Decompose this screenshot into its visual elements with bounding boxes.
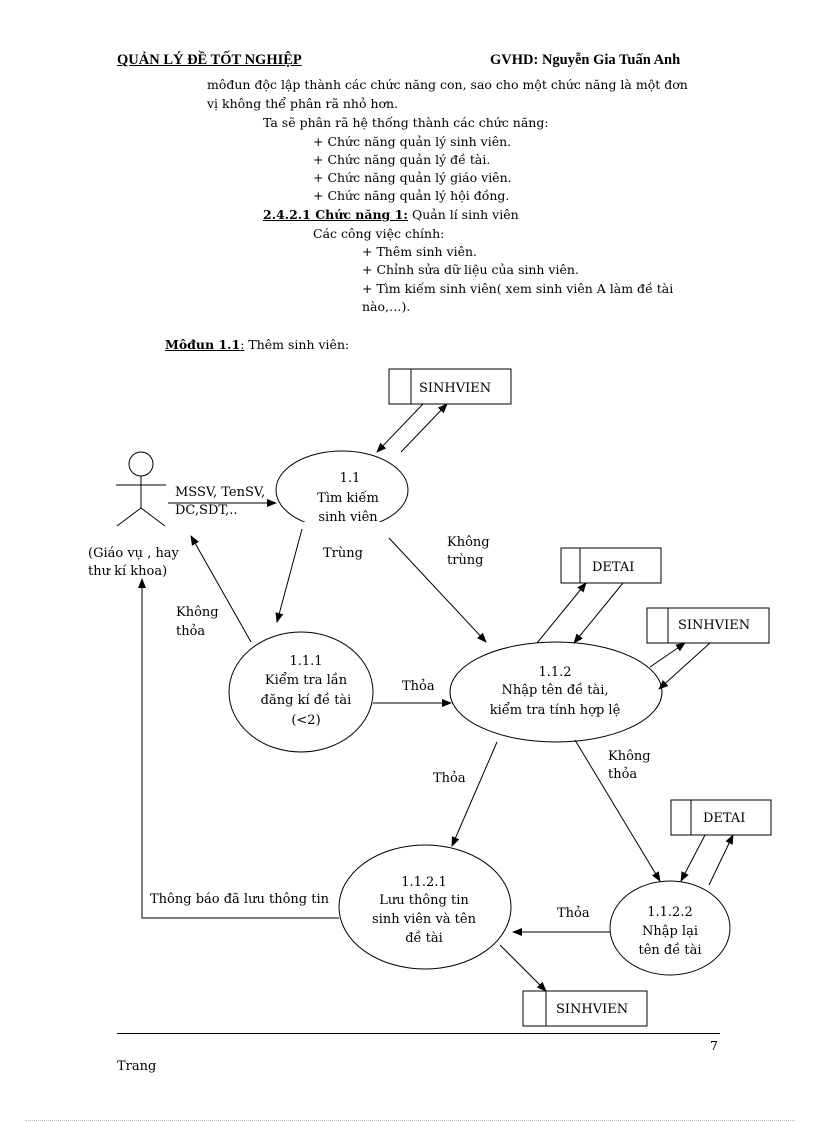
process-text: sinh viên và tên <box>372 912 477 927</box>
store-label: SINHVIEN <box>556 1002 628 1017</box>
footer-trang: Trang <box>117 1059 157 1074</box>
store-detai-1: DETAI <box>560 547 662 584</box>
process-text: Nhập lại <box>642 924 698 939</box>
store-label: DETAI <box>703 811 745 826</box>
process-number: 1.1.2.1 <box>401 875 446 890</box>
flow-label-khong-thoa: thỏa <box>176 624 205 639</box>
task-item: + Chỉnh sửa dữ liệu của sinh viên. <box>362 262 579 277</box>
flow-arrows <box>138 403 734 992</box>
bullet-item: + Chức năng quản lý đề tài. <box>313 152 491 167</box>
actor-figure-icon <box>116 451 166 527</box>
page-bottom-divider <box>25 1120 795 1121</box>
process-text: kiểm tra tính hợp lệ <box>490 702 621 718</box>
flow-label-thoa: Thỏa <box>402 679 435 694</box>
flow-label-khong-trung: Không <box>447 535 490 550</box>
process-text: sinh viên <box>318 510 378 525</box>
process-1-1-2-1: 1.1.2.1 Lưu thông tin sinh viên và tên đ… <box>338 844 512 970</box>
flow-label-khong-thoa: thỏa <box>608 767 637 782</box>
store-label: DETAI <box>592 560 634 575</box>
store-sinhvien-bottom: SINHVIEN <box>522 990 648 1027</box>
intro-line-3: Ta sẽ phân rã hệ thống thành các chức nă… <box>263 115 549 130</box>
actor-label: thư kí khoa) <box>88 564 167 579</box>
process-number: 1.1.2 <box>538 665 571 680</box>
process-text: Tìm kiếm <box>317 490 379 506</box>
task-item: + Thêm sinh viên. <box>362 244 478 259</box>
process-number: 1.1 <box>340 471 361 486</box>
process-text: đề tài <box>405 930 443 946</box>
flow-label-khong-thoa: Không <box>608 749 651 764</box>
process-1-1-2: 1.1.2 Nhập tên đề tài, kiểm tra tính hợp… <box>449 641 663 743</box>
flow-label-thoa: Thỏa <box>557 906 590 921</box>
intro-line-1: môđun độc lập thành các chức năng con, s… <box>207 77 688 92</box>
bullet-item: + Chức năng quản lý sinh viên. <box>313 134 512 149</box>
section-number: 2.4.2.1 Chức năng 1: <box>263 207 408 222</box>
flow-label-input: DC,SDT,.. <box>175 503 238 518</box>
page-number: 7 <box>710 1038 718 1053</box>
process-text: Kiểm tra lần <box>265 672 348 688</box>
process-text: Nhập tên đề tài, <box>501 682 608 698</box>
flow-label-input: MSSV, TenSV, <box>175 485 265 500</box>
process-text: tên đề tài <box>638 942 701 958</box>
process-1-1: 1.1 Tìm kiếm sinh viên <box>275 450 409 532</box>
store-label: SINHVIEN <box>678 618 750 633</box>
store-detai-2: DETAI <box>670 799 772 836</box>
tasks-label: Các công việc chính: <box>313 226 445 241</box>
process-text: (<2) <box>291 713 320 728</box>
process-text: đăng kí đề tài <box>261 692 352 708</box>
task-item: + Tìm kiếm sinh viên( xem sinh viên A là… <box>362 281 674 296</box>
intro-line-2: vị không thể phân rã nhỏ hơn. <box>207 96 399 111</box>
process-number: 1.1.1 <box>289 654 322 669</box>
flow-label-thoa: Thỏa <box>433 771 466 786</box>
actor-label: (Giáo vụ , hay <box>88 546 180 561</box>
process-1-1-2-2: 1.1.2.2 Nhập lại tên đề tài <box>609 880 731 976</box>
flow-label-khong-trung: trùng <box>447 553 484 568</box>
bullet-item: + Chức năng quản lý giáo viên. <box>313 170 512 185</box>
process-text: Lưu thông tin <box>379 893 469 908</box>
flow-label-trung: Trùng <box>323 546 363 561</box>
store-sinhvien-right: SINHVIEN <box>646 607 770 644</box>
flow-label-thong-bao: Thông báo đã lưu thông tin <box>150 892 330 907</box>
header-title: QUẢN LÝ ĐỀ TỐT NGHIỆP <box>117 52 302 68</box>
module-label: Môđun 1.1 <box>165 337 241 352</box>
footer-rule <box>117 1033 720 1034</box>
flow-label-khong-thoa: Không <box>176 605 219 620</box>
store-sinhvien-top: SINHVIEN <box>388 368 512 405</box>
module-colon: : <box>240 337 245 352</box>
section-heading: 2.4.2.1 Chức năng 1: Quản lí sinh viên <box>263 206 519 225</box>
header-advisor: GVHD: Nguyễn Gia Tuấn Anh <box>490 52 681 68</box>
store-label: SINHVIEN <box>419 381 491 396</box>
task-item-continued: nào,…). <box>362 299 411 314</box>
module-heading: Môđun 1.1: Thêm sinh viên: <box>165 336 349 355</box>
section-title: Quản lí sinh viên <box>407 207 519 222</box>
flow-labels: MSSV, TenSV, DC,SDT,.. Trùng Không trùng… <box>150 485 651 921</box>
process-number: 1.1.2.2 <box>647 905 692 920</box>
process-1-1-1: 1.1.1 Kiểm tra lần đăng kí đề tài (<2) <box>228 631 374 753</box>
module-title: Thêm sinh viên: <box>244 337 350 352</box>
bullet-item: + Chức năng quản lý hội đồng. <box>313 188 510 203</box>
